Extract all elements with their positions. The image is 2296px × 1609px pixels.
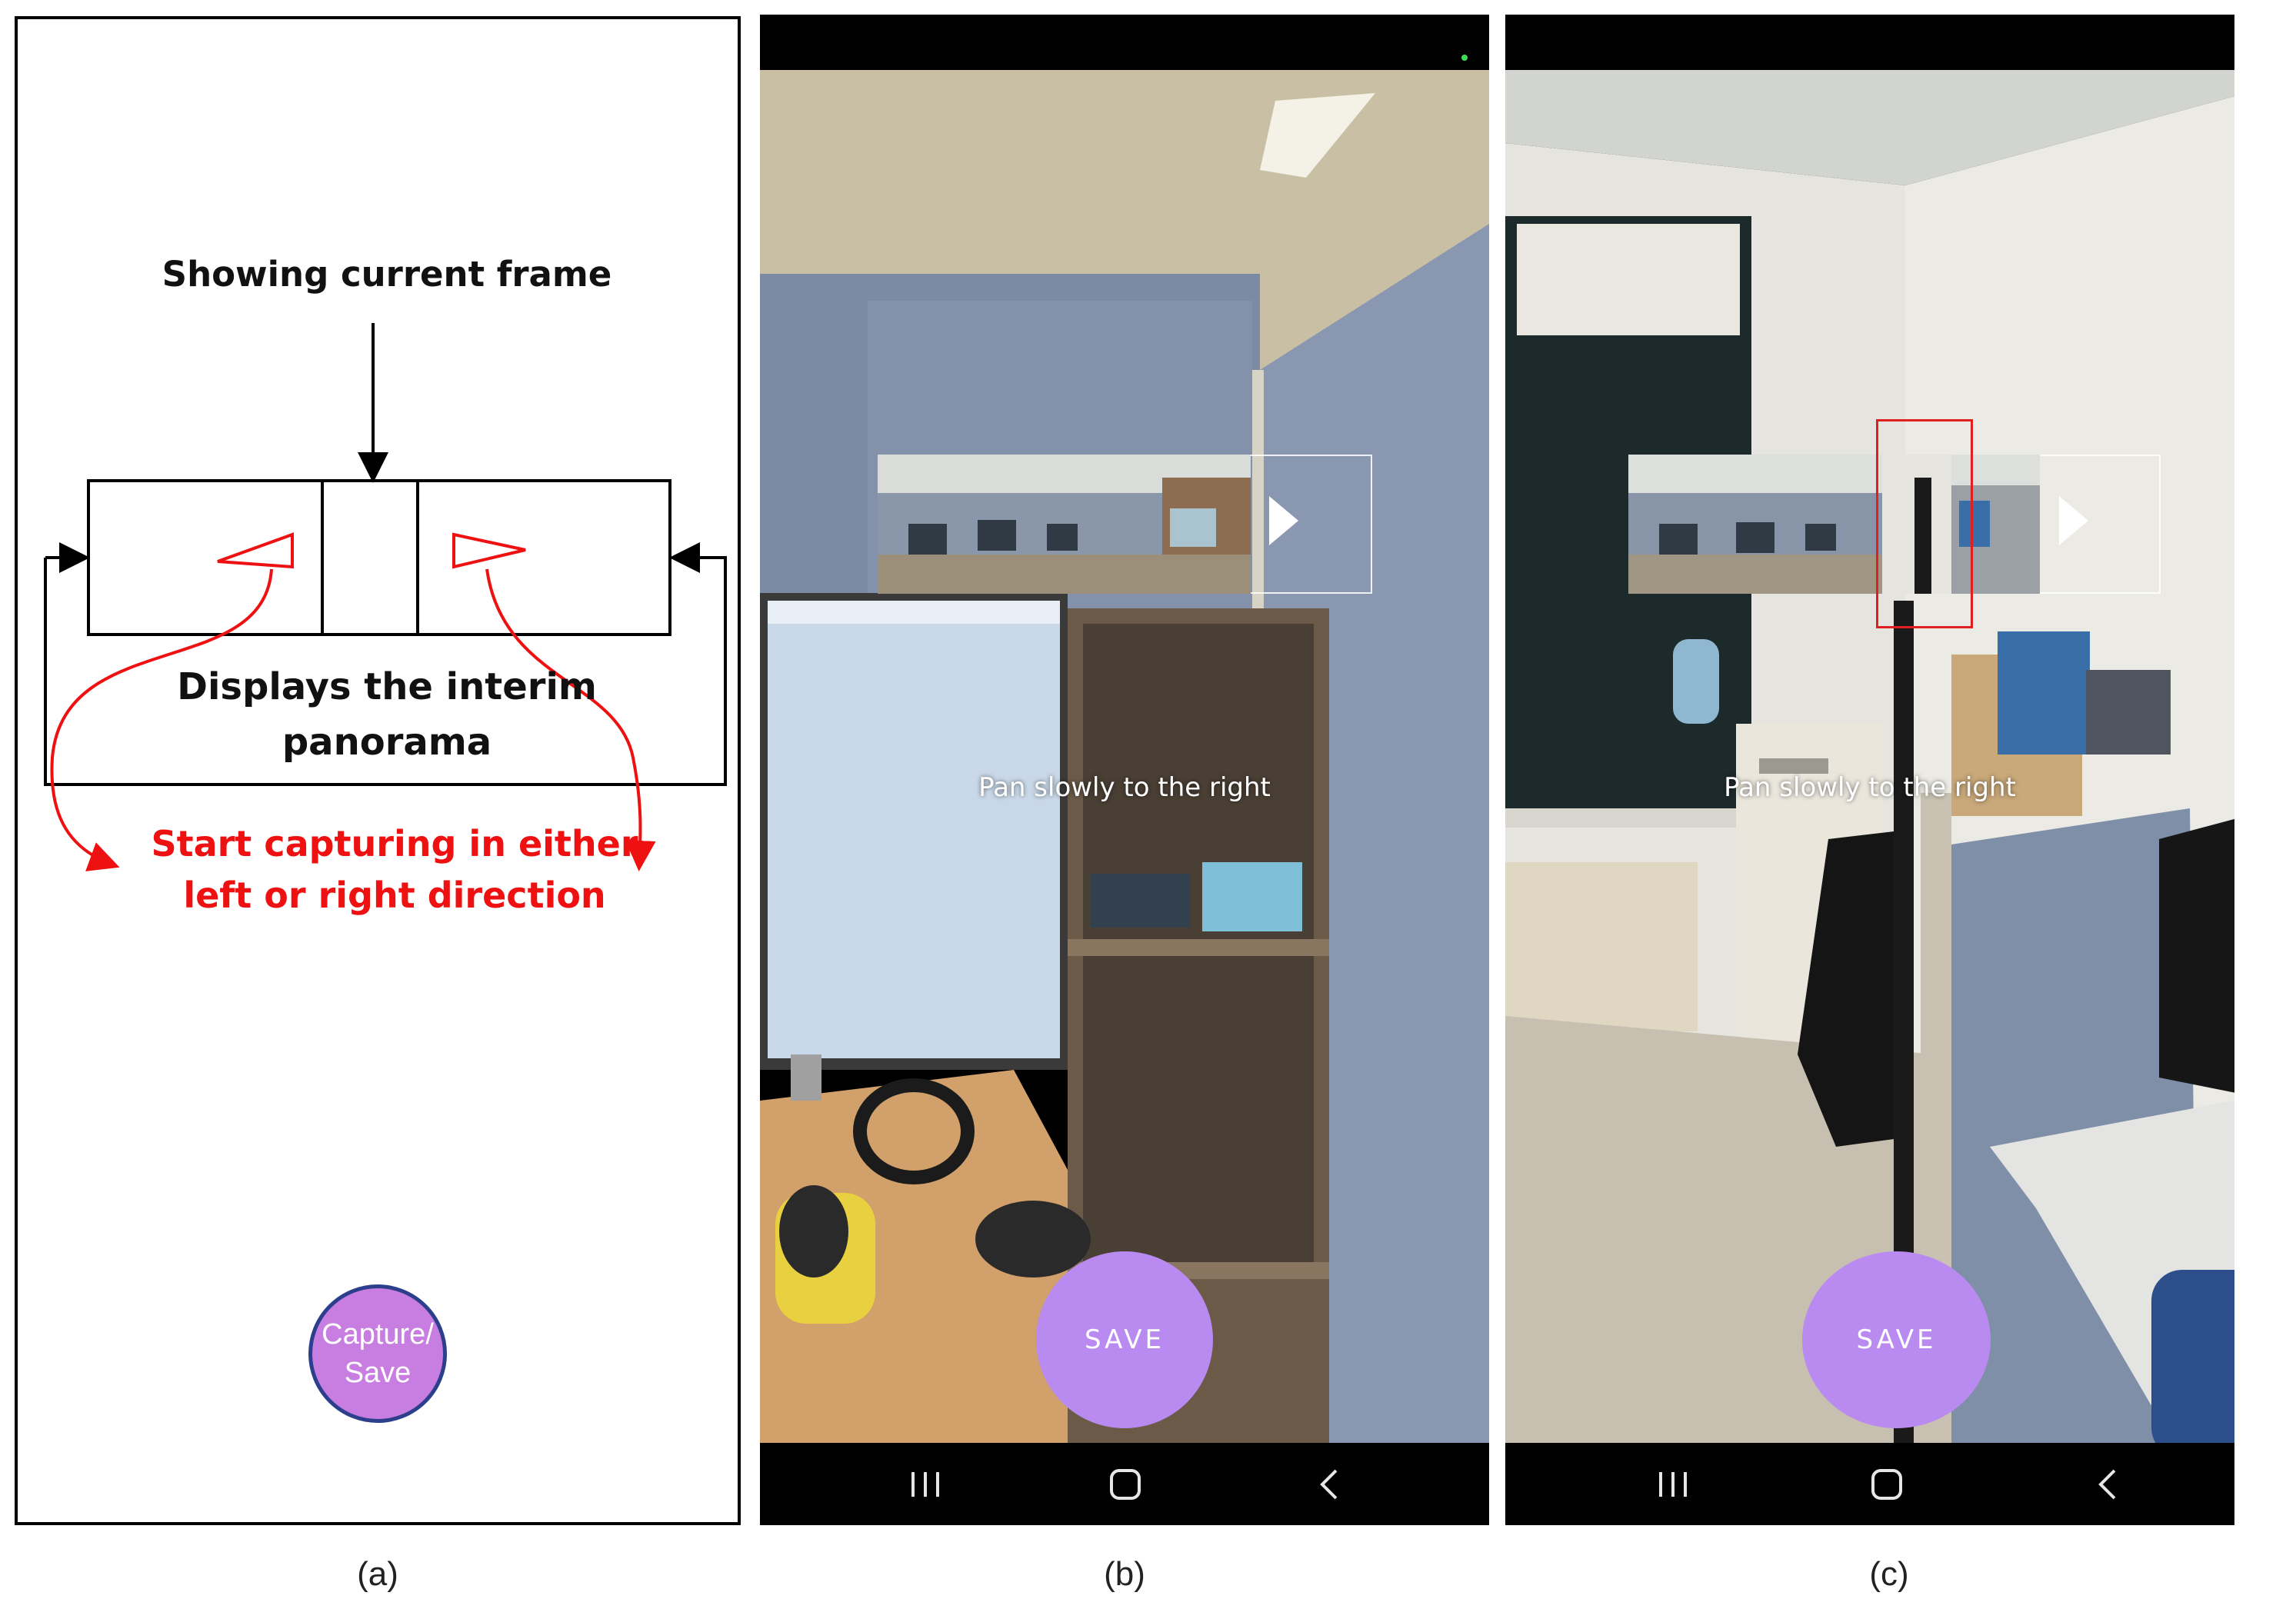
android-nav-bar (760, 1443, 1489, 1525)
status-bar (760, 15, 1489, 70)
play-arrow-icon (1269, 496, 1298, 545)
phone-screen-c: Pan slowly to the right SAVE (1505, 15, 2234, 1525)
back-icon[interactable] (2069, 1443, 2146, 1525)
current-frame-highlight (1876, 419, 1973, 628)
start-capture-label-line2: left or right direction (183, 874, 606, 916)
left-direction-triangle (217, 532, 294, 569)
interim-panorama-image (1628, 455, 2040, 594)
camera-viewfinder (1505, 70, 2234, 1458)
android-nav-bar (1505, 1443, 2234, 1525)
camera-scene-office-corner (1505, 70, 2234, 1458)
right-loop-arrow (44, 542, 727, 786)
interim-panorama-label-line2: panorama (282, 721, 492, 764)
diagram-graphics (44, 323, 727, 871)
save-button[interactable]: SAVE (1036, 1251, 1213, 1428)
home-icon[interactable] (1087, 1443, 1164, 1525)
camera-scene-office-cubicle (760, 70, 1489, 1458)
recents-icon[interactable] (887, 1443, 964, 1525)
capture-label: Capture/ (322, 1318, 434, 1351)
caption-c: (c) (1869, 1555, 1909, 1593)
diagram-panel: Showing current frame Displays the inter… (15, 16, 741, 1525)
start-capture-label-line1: Start capturing in either (151, 823, 638, 864)
phone-screen-b: Pan slowly to the right SAVE (760, 15, 1489, 1525)
back-icon[interactable] (1291, 1443, 1368, 1525)
pan-instruction: Pan slowly to the right (1724, 772, 2016, 803)
save-label: Save (344, 1357, 412, 1389)
status-bar (1505, 15, 2234, 70)
play-arrow-icon (2059, 496, 2088, 545)
interim-panorama-label-line1: Displays the interim (177, 665, 597, 708)
right-direction-triangle (452, 532, 526, 569)
left-curve-arrow (50, 568, 273, 871)
save-button[interactable]: SAVE (1802, 1251, 1991, 1428)
interim-panorama-image (878, 455, 1251, 594)
right-curve-arrow (485, 568, 656, 871)
recents-icon[interactable] (1635, 1443, 1711, 1525)
status-indicator-dot (1461, 55, 1468, 61)
home-icon[interactable] (1848, 1443, 1925, 1525)
caption-a: (a) (357, 1555, 398, 1593)
current-frame-label: Showing current frame (162, 254, 612, 295)
capture-save-button[interactable]: Capture/ Save (308, 1284, 447, 1423)
camera-viewfinder (760, 70, 1489, 1458)
caption-b: (b) (1104, 1555, 1145, 1593)
preview-box-outline (87, 479, 671, 636)
pan-instruction: Pan slowly to the right (978, 772, 1271, 803)
